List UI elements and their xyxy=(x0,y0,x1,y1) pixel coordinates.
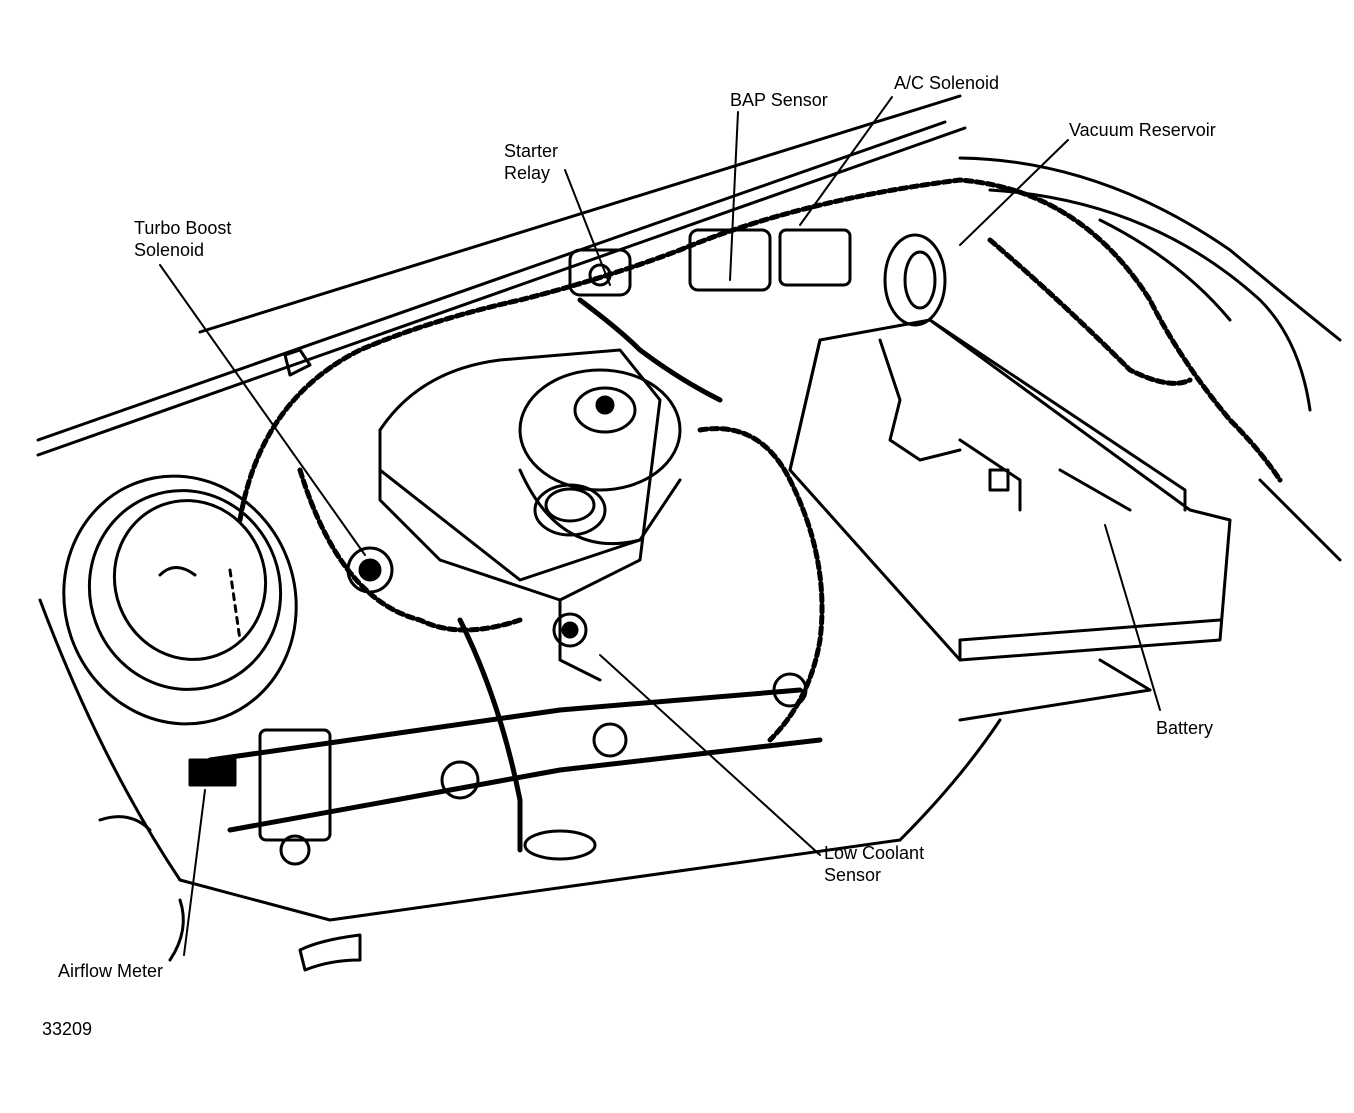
bap-sensor-text: BAP Sensor xyxy=(730,90,828,110)
battery-label: Battery xyxy=(1156,717,1213,739)
figure-number-text: 33209 xyxy=(42,1019,93,1039)
low-coolant-sensor-label: Low Coolant Sensor xyxy=(824,842,924,886)
airflow-meter-label: Airflow Meter xyxy=(58,960,163,982)
turbo-boost-line2: Solenoid xyxy=(134,240,205,260)
airflow-meter-text: Airflow Meter xyxy=(58,961,164,981)
vacuum-reservoir-label: Vacuum Reservoir xyxy=(1069,119,1216,141)
low-coolant-line1: Low Coolant xyxy=(824,843,925,863)
starter-relay-line2: Relay xyxy=(504,163,551,183)
vacuum-reservoir-part xyxy=(883,233,947,327)
leader-ac-solenoid xyxy=(799,96,893,226)
ac-solenoid-text: A/C Solenoid xyxy=(894,73,1000,93)
starter-relay-line1: Starter xyxy=(504,141,559,161)
lower-body-outline xyxy=(38,598,1152,972)
booster xyxy=(518,368,682,546)
battery-body xyxy=(788,318,1232,662)
coolant-reservoir xyxy=(378,348,662,682)
leader-vacuum-reservoir xyxy=(959,139,1069,246)
figure-number: 33209 xyxy=(42,1018,92,1040)
hood-outline xyxy=(36,94,1342,562)
leader-starter-relay xyxy=(564,169,611,286)
turbo-boost-line1: Turbo Boost xyxy=(134,218,232,238)
leader-battery xyxy=(1104,524,1161,711)
leader-low-coolant xyxy=(599,654,821,856)
leader-airflow-meter xyxy=(183,789,206,956)
low-coolant-line2: Sensor xyxy=(824,865,882,885)
starter-relay-label: Starter Relay xyxy=(504,140,558,184)
ac-solenoid-label: A/C Solenoid xyxy=(894,72,999,94)
air-cleaner xyxy=(62,474,298,726)
turbo-boost-solenoid-label: Turbo Boost Solenoid xyxy=(134,217,231,261)
battery-text: Battery xyxy=(1156,718,1214,738)
leader-turbo-boost xyxy=(159,264,366,556)
wiring-harness xyxy=(207,177,1283,853)
engine-components xyxy=(188,228,852,866)
leader-bap-sensor xyxy=(729,111,739,281)
bap-sensor-label: BAP Sensor xyxy=(730,89,828,111)
vacuum-reservoir-text: Vacuum Reservoir xyxy=(1069,120,1216,140)
leader-lines xyxy=(159,96,1161,956)
